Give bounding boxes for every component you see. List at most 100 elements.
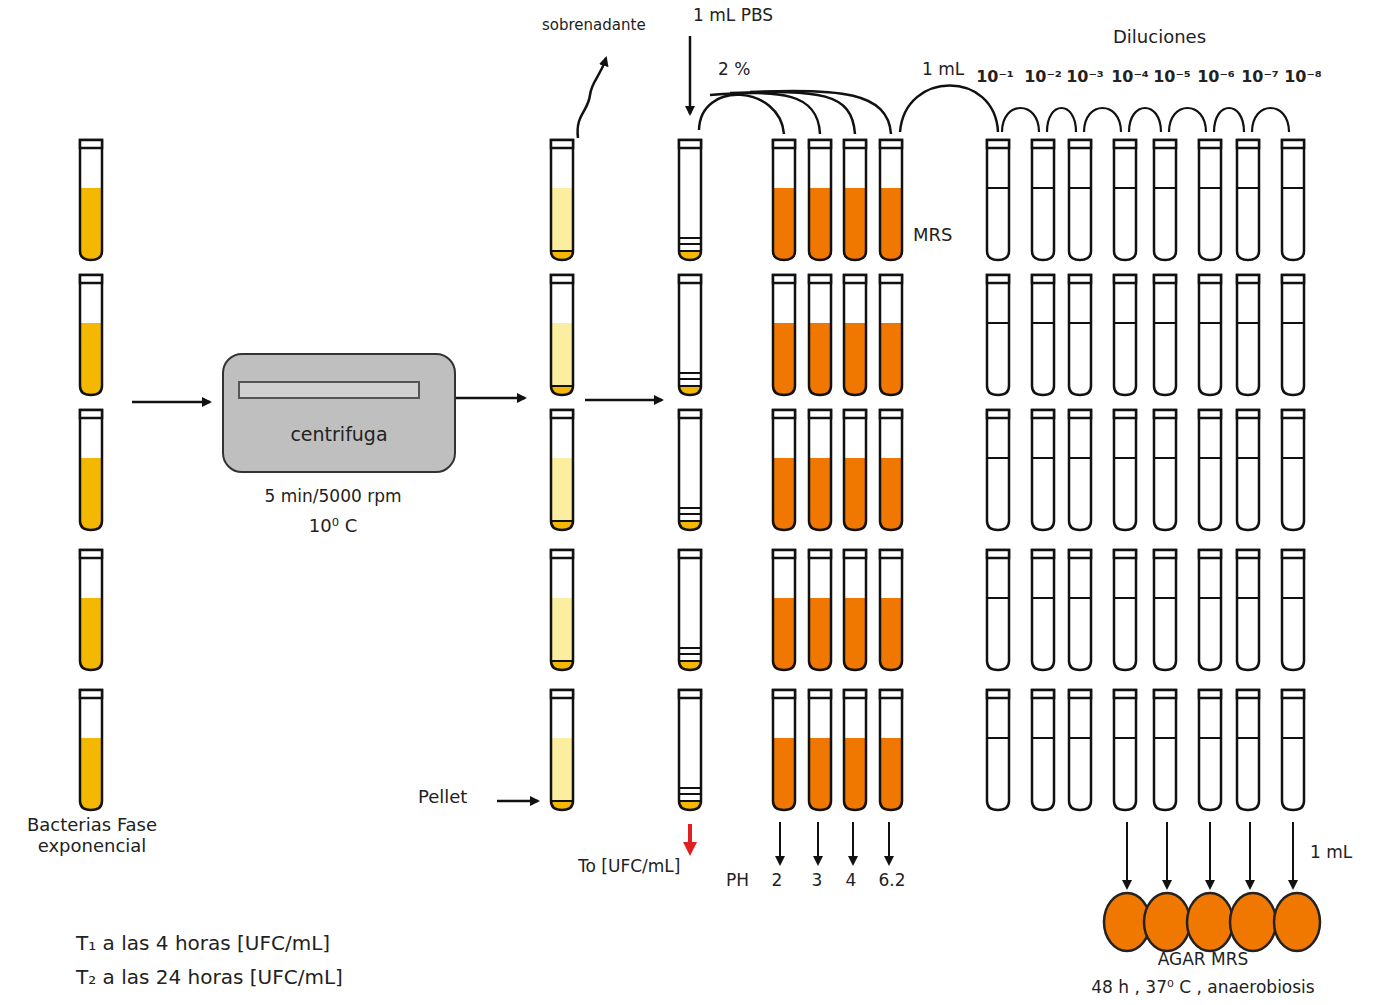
label: AGAR MRS bbox=[1158, 950, 1249, 970]
label: 10⁻⁷ bbox=[1241, 68, 1279, 86]
tube bbox=[551, 140, 573, 260]
tube bbox=[1154, 550, 1176, 670]
label: 4 bbox=[846, 871, 857, 891]
agar-plate bbox=[1144, 893, 1190, 951]
tube bbox=[1154, 275, 1176, 395]
tube bbox=[844, 140, 866, 260]
tube bbox=[1282, 690, 1304, 810]
label: 2 % bbox=[718, 60, 750, 80]
tube bbox=[551, 690, 573, 810]
tube bbox=[1282, 140, 1304, 260]
tube bbox=[880, 690, 902, 810]
tube bbox=[773, 550, 795, 670]
tube bbox=[1237, 550, 1259, 670]
label: Pellet bbox=[418, 787, 467, 808]
tube bbox=[880, 550, 902, 670]
tube bbox=[809, 690, 831, 810]
tube bbox=[1237, 410, 1259, 530]
label: 48 h , 37⁰ C , anaerobiosis bbox=[1091, 978, 1314, 998]
tube bbox=[1032, 140, 1054, 260]
tube bbox=[809, 275, 831, 395]
tube bbox=[1114, 275, 1136, 395]
label: 10⁰ C bbox=[309, 516, 357, 537]
agar-plates bbox=[1104, 893, 1320, 951]
label: PH bbox=[726, 871, 749, 891]
tube bbox=[809, 140, 831, 260]
tube bbox=[1069, 690, 1091, 810]
red-arrow bbox=[688, 824, 692, 852]
label: 10⁻⁸ bbox=[1284, 68, 1322, 86]
tubes bbox=[80, 140, 1304, 810]
dilution-arcs bbox=[1002, 108, 1289, 132]
tube bbox=[1282, 275, 1304, 395]
tube bbox=[773, 140, 795, 260]
centrifuge-slot bbox=[238, 381, 420, 399]
label: T₁ a las 4 horas [UFC/mL] bbox=[76, 932, 330, 955]
label: 6.2 bbox=[878, 871, 905, 891]
tube bbox=[1237, 140, 1259, 260]
tube bbox=[1199, 410, 1221, 530]
tube bbox=[551, 550, 573, 670]
tube bbox=[80, 550, 102, 670]
tube bbox=[1069, 410, 1091, 530]
tube bbox=[1199, 550, 1221, 670]
label: Diluciones bbox=[1113, 27, 1206, 48]
tube bbox=[1154, 140, 1176, 260]
tube bbox=[1032, 275, 1054, 395]
label: Bacterias Fase exponencial bbox=[7, 815, 177, 856]
label: 1 mL PBS bbox=[693, 6, 773, 26]
label: 1 mL bbox=[1310, 843, 1352, 863]
tube bbox=[551, 410, 573, 530]
arrows bbox=[132, 36, 998, 801]
node-text: centrifuga bbox=[224, 423, 454, 445]
tube bbox=[80, 140, 102, 260]
tube bbox=[80, 410, 102, 530]
label: 10⁻⁶ bbox=[1197, 68, 1235, 86]
label: sobrenadante bbox=[542, 17, 646, 34]
label: 5 min/5000 rpm bbox=[264, 487, 401, 507]
tube bbox=[844, 550, 866, 670]
tube bbox=[1237, 690, 1259, 810]
tube bbox=[679, 690, 701, 810]
tube bbox=[1154, 690, 1176, 810]
label: 2 bbox=[772, 871, 783, 891]
label: 10⁻³ bbox=[1066, 68, 1104, 86]
tube bbox=[1032, 550, 1054, 670]
tube bbox=[1282, 410, 1304, 530]
tube bbox=[679, 550, 701, 670]
tube bbox=[80, 275, 102, 395]
centrifuge-box: centrifuga bbox=[222, 353, 456, 473]
tube bbox=[773, 690, 795, 810]
tube bbox=[551, 275, 573, 395]
tube bbox=[1032, 690, 1054, 810]
label: 10⁻² bbox=[1024, 68, 1062, 86]
tube bbox=[1114, 550, 1136, 670]
tube bbox=[987, 550, 1009, 670]
tube bbox=[1199, 275, 1221, 395]
tube bbox=[80, 690, 102, 810]
tube bbox=[987, 140, 1009, 260]
agar-plate bbox=[1230, 893, 1276, 951]
label: To [UFC/mL] bbox=[578, 857, 680, 877]
tube bbox=[1282, 550, 1304, 670]
tube bbox=[1114, 410, 1136, 530]
tube bbox=[1069, 140, 1091, 260]
tube bbox=[1199, 690, 1221, 810]
label: 1 mL bbox=[922, 60, 964, 80]
tube bbox=[987, 410, 1009, 530]
tube bbox=[773, 410, 795, 530]
tube bbox=[987, 275, 1009, 395]
tube bbox=[1114, 140, 1136, 260]
tube bbox=[1114, 690, 1136, 810]
tube bbox=[880, 275, 902, 395]
tube bbox=[773, 275, 795, 395]
tube bbox=[809, 410, 831, 530]
tube bbox=[844, 275, 866, 395]
label: 10⁻¹ bbox=[976, 68, 1014, 86]
down-arrows bbox=[780, 822, 1293, 888]
tube bbox=[679, 410, 701, 530]
agar-plate bbox=[1187, 893, 1233, 951]
label: 10⁻⁵ bbox=[1153, 68, 1191, 86]
